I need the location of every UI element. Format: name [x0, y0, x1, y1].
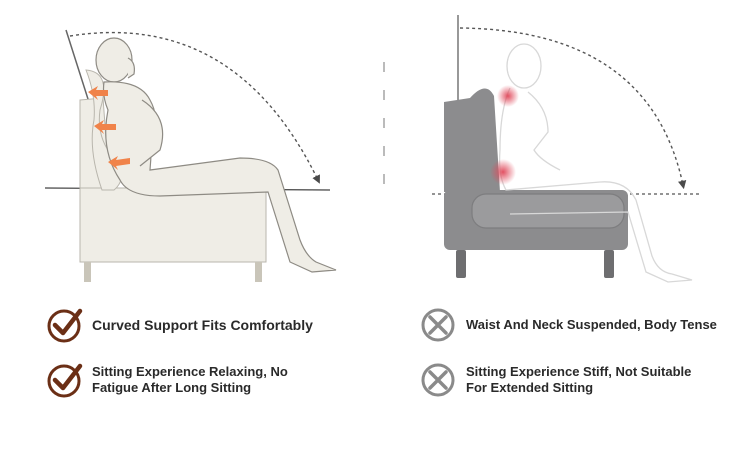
x-circle-icon [421, 308, 455, 342]
good-item-2: Sitting Experience Relaxing, No Fatigue … [44, 360, 288, 400]
check-circle-icon [47, 363, 83, 398]
pressure-arrows [88, 86, 130, 170]
sitting-person [95, 37, 337, 273]
sofa-leg [456, 250, 466, 278]
good-item-text: Sitting Experience Relaxing, No Fatigue … [92, 364, 288, 396]
sitting-person [498, 43, 693, 283]
sofa-back [444, 88, 500, 192]
good-item-line: Sitting Experience Relaxing, No [92, 364, 288, 379]
bad-item-line: Sitting Experience Stiff, Not Suitable [466, 364, 692, 379]
sofa-leg [255, 262, 262, 282]
bad-item-2: Sitting Experience Stiff, Not Suitable F… [418, 360, 691, 400]
waist-pain-spot [490, 159, 516, 185]
seat-cushion [471, 193, 625, 229]
neck-pain-spot [497, 85, 519, 107]
good-item-1: Curved Support Fits Comfortably [44, 305, 313, 345]
good-sofa-illustration [44, 29, 337, 282]
good-item-text: Curved Support Fits Comfortably [92, 317, 313, 333]
sofa-base [79, 187, 267, 263]
recline-arc [459, 27, 687, 190]
bad-item-text: Waist And Neck Suspended, Body Tense [466, 317, 717, 333]
sofa-leg [84, 262, 91, 282]
sofa-comparison-illustration [44, 15, 700, 283]
bad-item-text: Sitting Experience Stiff, Not Suitable F… [466, 364, 691, 396]
recline-arc [69, 31, 320, 184]
sofa-leg [604, 250, 614, 278]
good-item-line: Fatigue After Long Sitting [92, 380, 252, 395]
check-circle-icon [47, 308, 83, 343]
bad-sofa-illustration [432, 15, 700, 283]
bad-item-line: Waist And Neck Suspended, Body Tense [466, 317, 717, 332]
bad-item-1: Waist And Neck Suspended, Body Tense [418, 305, 717, 345]
x-circle-icon [421, 363, 455, 397]
bad-item-line: For Extended Sitting [466, 380, 594, 395]
good-item-line: Curved Support Fits Comfortably [92, 317, 313, 333]
